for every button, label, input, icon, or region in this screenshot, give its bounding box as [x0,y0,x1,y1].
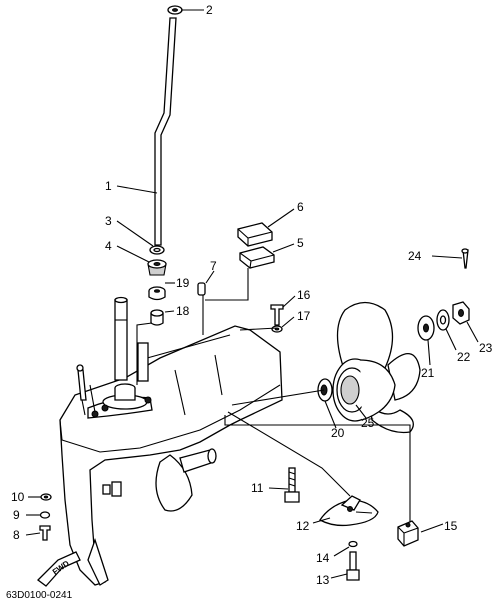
fwd-arrow-tag: FWD [37,551,81,587]
drive-shaft[interactable] [114,296,128,381]
bolt-16[interactable] [270,304,284,326]
callout-12: 12 [296,519,310,533]
callout-15: 15 [444,519,458,533]
pin-7[interactable] [197,282,206,296]
bolt-8[interactable] [39,525,51,541]
callout-23: 23 [479,341,493,355]
callout-numbers: 2 1 3 4 19 18 7 6 5 16 17 24 23 22 21 20… [11,3,493,587]
collar-18[interactable] [150,309,164,326]
bolt-13[interactable] [346,551,360,581]
anode-5[interactable] [239,246,275,269]
callout-9: 9 [13,508,20,522]
callout-25: 25 [361,416,375,430]
drawing-code: 63D0100-0241 [6,590,73,601]
cotter-pin-24[interactable] [461,248,469,269]
callout-13: 13 [316,573,330,587]
callout-21: 21 [421,366,435,380]
trim-tab-12[interactable] [319,495,379,527]
callout-18: 18 [176,304,190,318]
anode-6[interactable] [237,222,273,247]
lower-casing[interactable] [59,325,283,586]
reference-lines [136,268,411,522]
washer-2[interactable] [167,5,183,15]
washer-10[interactable] [40,493,52,501]
washer-14[interactable] [348,540,358,548]
oring-3[interactable] [149,245,165,255]
callout-6: 6 [297,200,304,214]
callout-17: 17 [297,309,311,323]
washer-22[interactable] [436,309,450,331]
washer-17[interactable] [271,325,283,333]
nut-23[interactable] [452,301,470,325]
callout-22: 22 [457,350,471,364]
callout-2: 2 [206,3,213,17]
callout-3: 3 [105,214,112,228]
propeller-25[interactable] [332,301,421,434]
callout-leaders [25,9,479,579]
callout-5: 5 [297,236,304,250]
callout-4: 4 [105,239,112,253]
anode-15[interactable] [397,520,419,547]
spacer-21[interactable] [417,315,435,341]
callout-14: 14 [316,551,330,565]
bolt-11[interactable] [284,467,300,503]
callout-11: 11 [251,481,264,495]
callout-24: 24 [408,249,422,263]
callout-7: 7 [210,259,217,273]
thrust-washer-20[interactable] [317,378,333,402]
callout-19: 19 [176,276,190,290]
bushing-4[interactable] [147,259,167,276]
callout-10: 10 [11,490,25,504]
seal-19[interactable] [148,286,166,301]
callout-1: 1 [105,179,112,193]
callout-16: 16 [297,288,311,302]
washer-9[interactable] [39,511,51,519]
callout-20: 20 [331,426,345,440]
callout-8: 8 [13,528,20,542]
shift-rod[interactable] [154,17,177,246]
